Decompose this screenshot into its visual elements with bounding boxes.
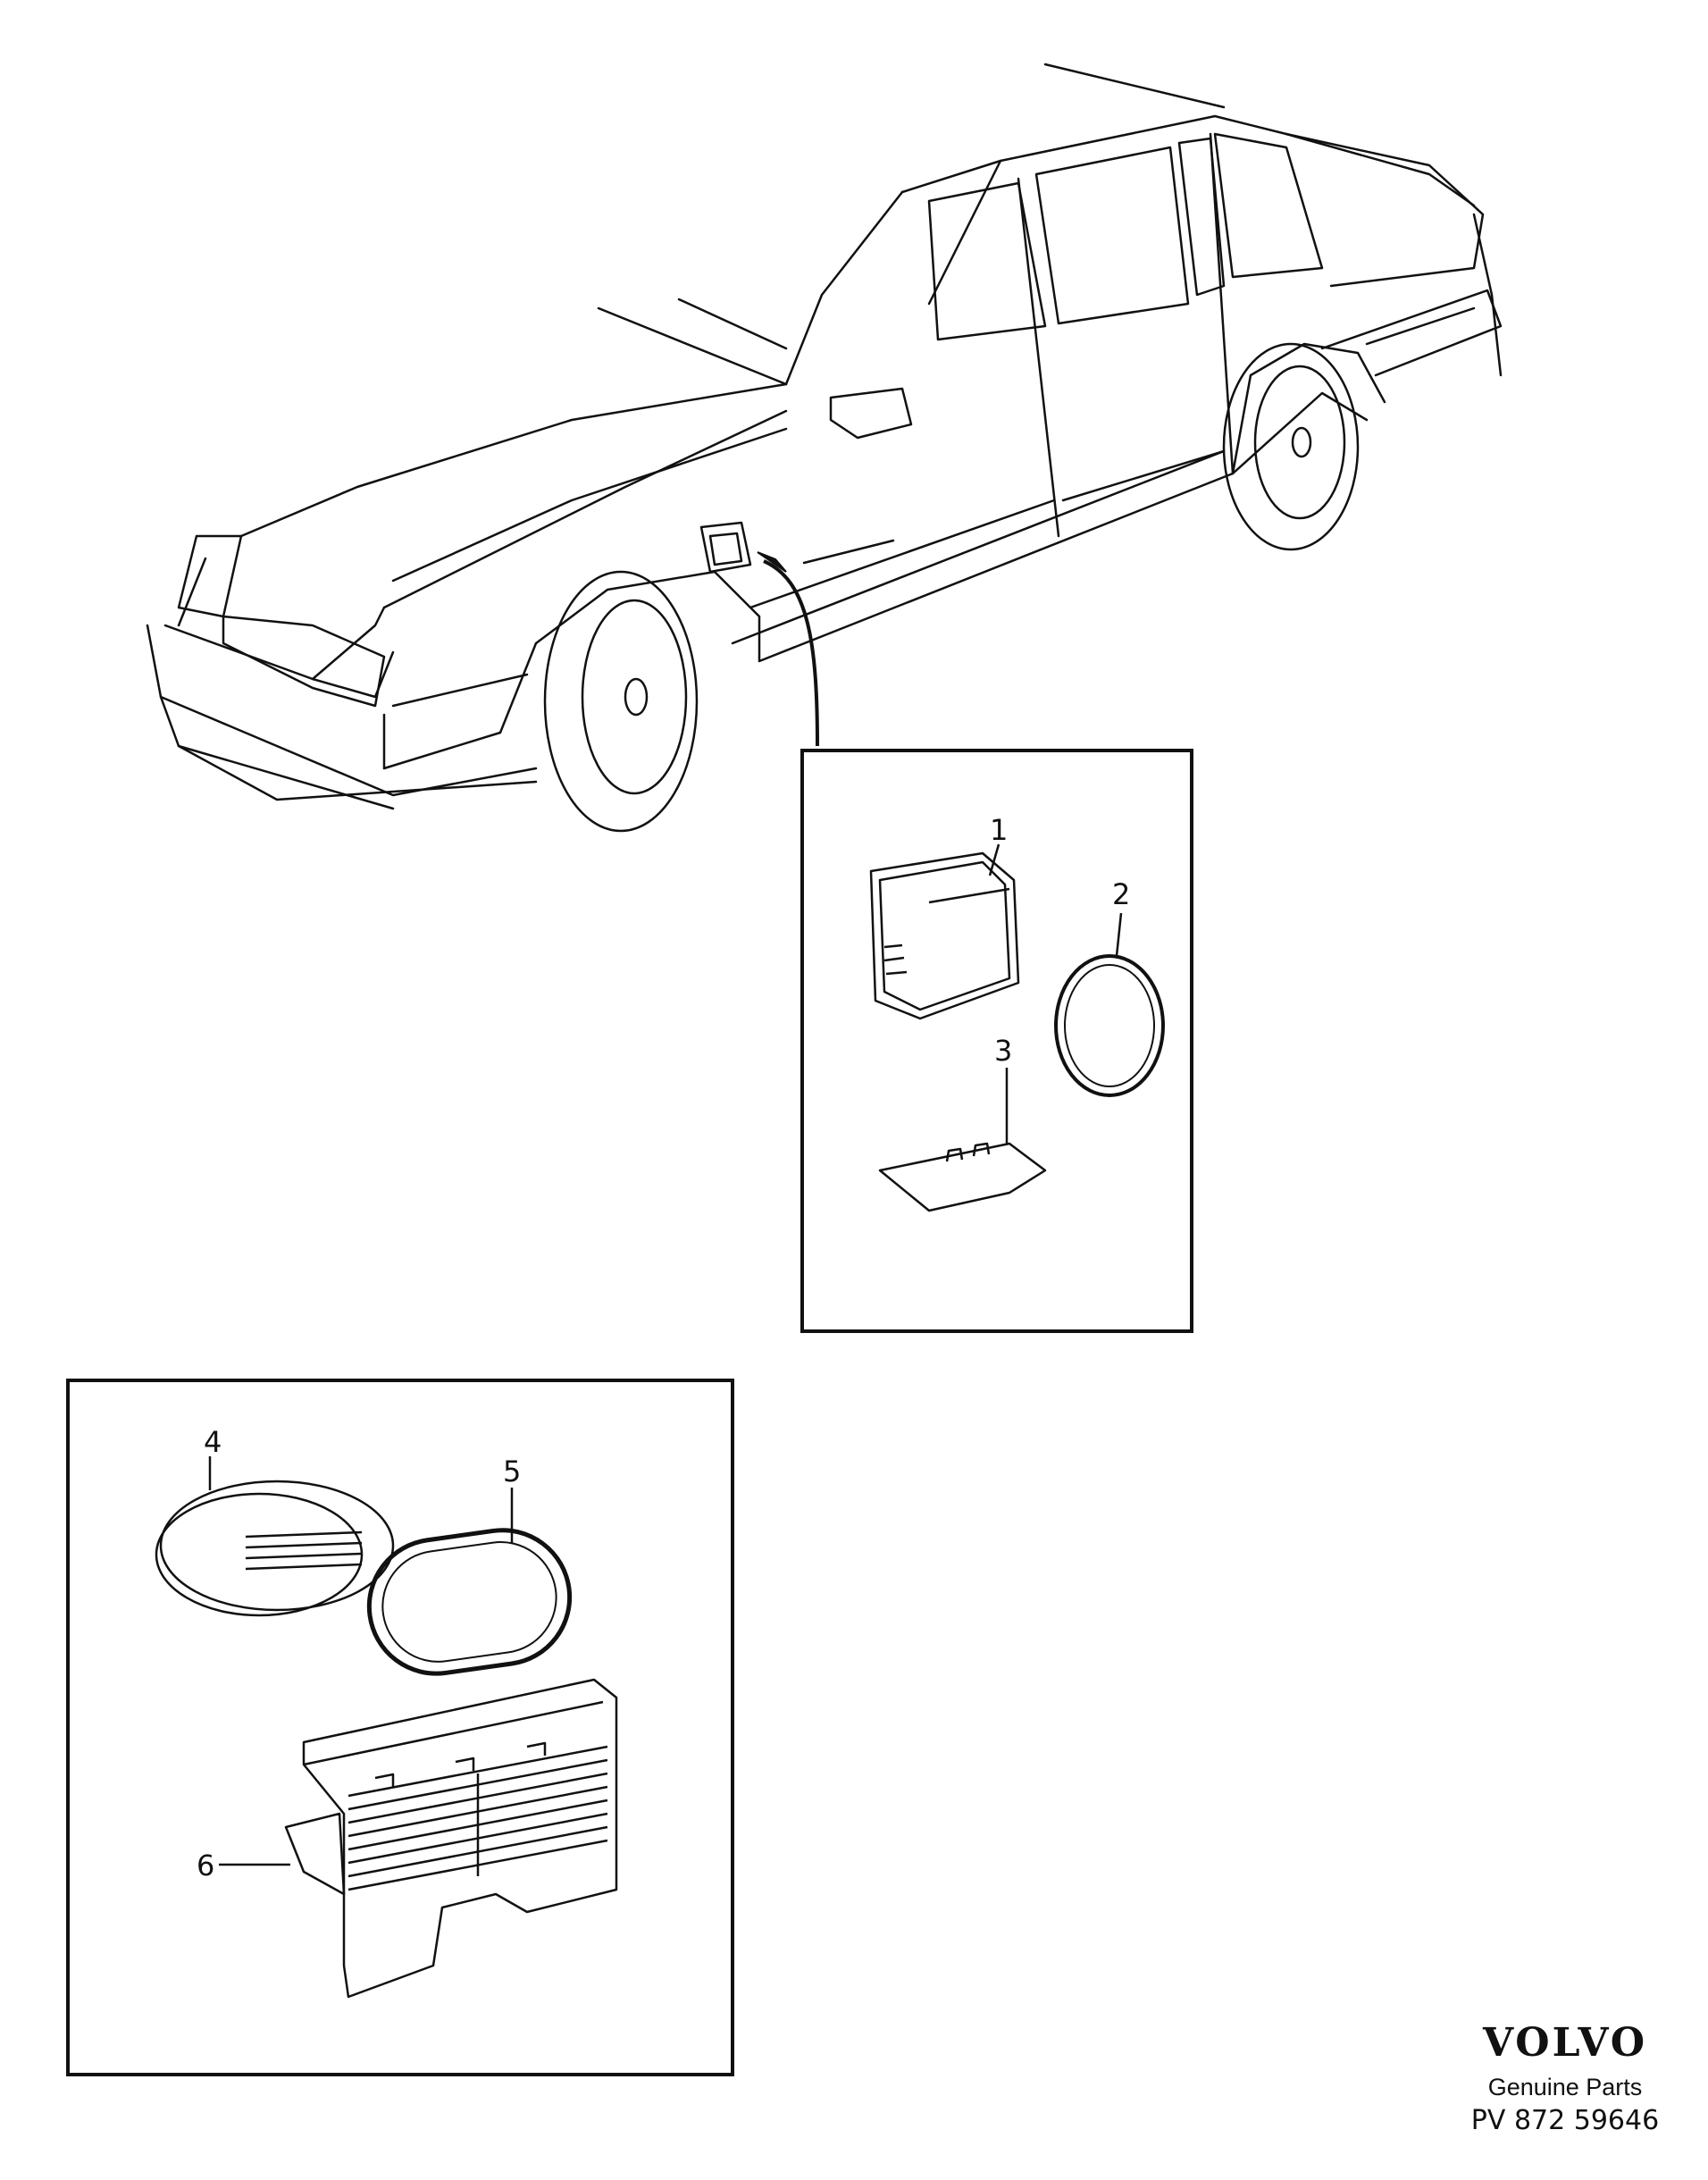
callout-1: 1	[990, 813, 1008, 847]
leader-1	[988, 843, 1001, 876]
part-6-drawing	[284, 1678, 618, 1999]
callout-5: 5	[503, 1455, 521, 1488]
callout-4: 4	[204, 1425, 222, 1459]
callout-arrow	[757, 551, 819, 747]
part-1-drawing	[869, 851, 1020, 1020]
callout-2: 2	[1112, 877, 1130, 911]
leader-2	[1115, 912, 1123, 957]
callout-6: 6	[197, 1849, 214, 1882]
part-4-drawing	[155, 1480, 395, 1617]
brand-block: VOLVO Genuine Parts PV 872 59646	[1449, 2020, 1681, 2137]
detail-box-fuel-door	[800, 749, 1193, 1333]
part-5-drawing	[366, 1528, 573, 1676]
drawing-code: PV 872 59646	[1470, 2105, 1660, 2136]
genuine-parts-label: Genuine Parts	[1487, 2074, 1643, 2100]
part-2-drawing	[1054, 954, 1165, 1097]
part-3-drawing	[878, 1142, 1047, 1212]
car-illustration	[146, 63, 1503, 833]
volvo-logo: VOLVO	[1482, 2020, 1648, 2066]
callout-3: 3	[994, 1034, 1012, 1068]
detail-box-vent	[66, 1379, 734, 2076]
